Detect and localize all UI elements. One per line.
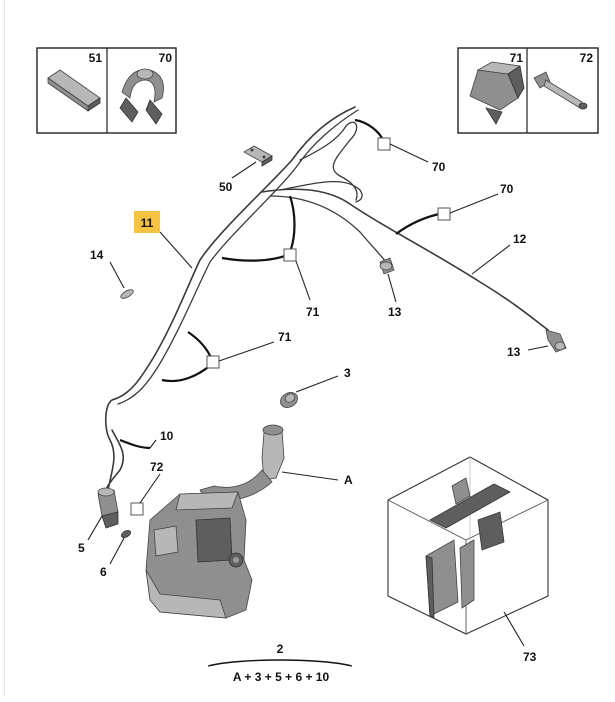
leader-12 — [471, 244, 511, 275]
highlight-badge-11[interactable] — [134, 211, 160, 233]
wire-clip-icon — [469, 61, 525, 125]
leader-70-mid — [449, 193, 499, 214]
leader-71-a — [295, 260, 311, 301]
arc-clip-71-b-lower — [161, 363, 213, 383]
arc-clip-70-mid — [395, 211, 445, 235]
label-14[interactable]: 14 — [90, 248, 104, 262]
tank-recess — [195, 517, 233, 563]
label-10[interactable]: 10 — [160, 429, 174, 443]
label-50[interactable]: 50 — [219, 180, 233, 194]
leader-14 — [109, 261, 125, 289]
seal-6-part — [121, 529, 131, 539]
leader-72 — [139, 473, 161, 504]
label-11[interactable]: 11 — [141, 216, 154, 230]
label-A[interactable]: A — [344, 473, 353, 487]
label-13-a[interactable]: 13 — [388, 305, 402, 319]
hose-top-loop — [299, 121, 358, 201]
hose-harness — [103, 106, 549, 497]
grommet-14-part — [120, 289, 134, 299]
inset-right-label-72: 72 — [580, 51, 594, 65]
callout-square-70-mid — [437, 207, 451, 221]
inset-right-label-71: 71 — [510, 51, 524, 65]
kit-box-73 — [387, 456, 549, 635]
label-12[interactable]: 12 — [513, 232, 527, 246]
inset-right: 71 72 — [457, 47, 599, 134]
trim-strip-icon — [47, 69, 101, 112]
label-6[interactable]: 6 — [100, 565, 107, 579]
arc-clip-71-a-vert — [288, 195, 296, 253]
label-5[interactable]: 5 — [78, 541, 85, 555]
page-left-border — [4, 0, 5, 697]
washer-reservoir-part — [145, 424, 285, 619]
nozzle-13a-part — [379, 257, 395, 275]
leader-6 — [109, 537, 125, 565]
label-71-b[interactable]: 71 — [278, 330, 292, 344]
label-3[interactable]: 3 — [344, 366, 351, 380]
callout-square-71-b — [206, 355, 220, 369]
inset-left-label-51: 51 — [89, 51, 103, 65]
label-13-b[interactable]: 13 — [507, 345, 521, 359]
hose-12-path — [261, 188, 549, 331]
hose-clip-icon — [119, 68, 164, 125]
label-71-a[interactable]: 71 — [306, 305, 320, 319]
assembly-formula: A + 3 + 5 + 6 + 10 — [233, 670, 330, 684]
leader-11 — [159, 231, 193, 269]
leader-5 — [87, 515, 103, 541]
assembly-brace — [207, 659, 353, 667]
rivet-icon — [533, 71, 588, 110]
hose-branch-short — [279, 180, 363, 203]
leader-71-b — [218, 341, 275, 362]
arc-clip-71-a — [221, 252, 291, 262]
hose-to-13a — [269, 195, 387, 263]
label-70-top[interactable]: 70 — [432, 160, 446, 174]
leader-13-a — [387, 273, 397, 303]
label-72[interactable]: 72 — [150, 460, 164, 474]
arc-hose-10 — [119, 438, 151, 450]
inset-left-label-70: 70 — [159, 51, 173, 65]
clip-50-part — [243, 145, 273, 167]
callout-square-72 — [130, 502, 144, 516]
leader-70-top — [389, 143, 429, 163]
leader-50 — [231, 161, 257, 179]
label-assembly-2[interactable]: 2 — [277, 642, 284, 656]
pump-5-part — [97, 487, 119, 529]
callout-square-71-a — [283, 248, 297, 262]
leader-10 — [149, 439, 157, 449]
filler-cap-3-part — [280, 392, 298, 408]
hose-11-path — [104, 106, 356, 491]
label-73[interactable]: 73 — [523, 650, 537, 664]
callout-square-70-top — [377, 137, 391, 151]
hose-11-path-b — [117, 109, 359, 405]
leader-73 — [503, 611, 525, 647]
nozzle-13b-part — [545, 329, 567, 353]
leader-3 — [295, 375, 339, 393]
label-70-mid[interactable]: 70 — [500, 182, 514, 196]
leader-13-b — [527, 345, 549, 351]
leader-A — [281, 471, 339, 481]
inset-left: 51 70 — [36, 47, 177, 134]
